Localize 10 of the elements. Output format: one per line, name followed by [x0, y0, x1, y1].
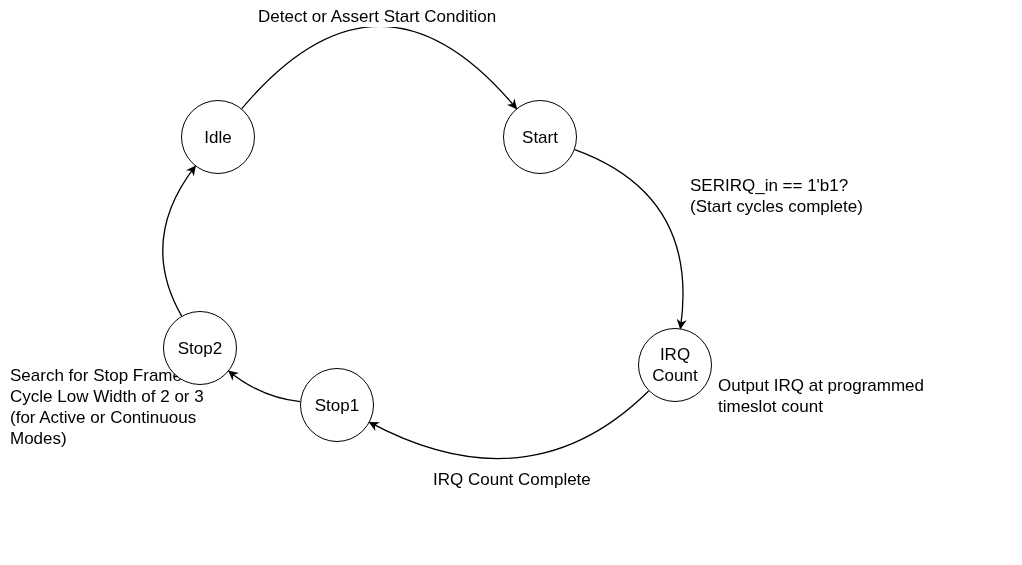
state-name: Start: [521, 126, 559, 148]
arrow: [368, 390, 650, 460]
state-name: Stop1: [313, 394, 361, 416]
state-name: IRQ Count: [651, 344, 699, 386]
arrow: [228, 370, 301, 403]
arrow: [574, 148, 687, 330]
arrow: [241, 25, 518, 110]
arrow: [162, 165, 196, 317]
state-name: Stop2: [176, 337, 224, 359]
state-name: Idle: [203, 126, 233, 148]
